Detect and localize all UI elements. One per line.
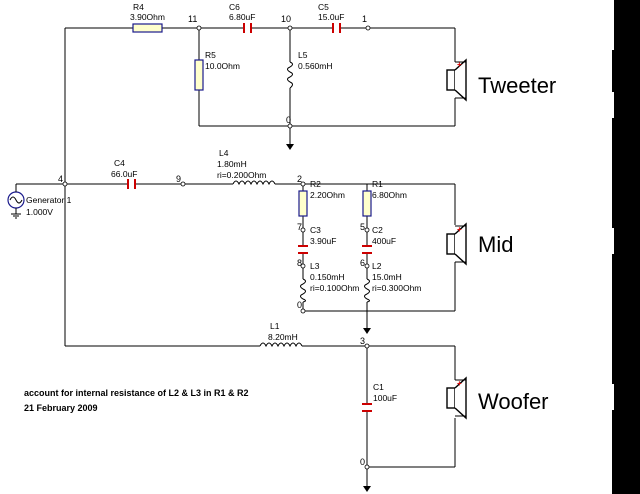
l2-ri: ri=0.300Ohm [372, 283, 421, 293]
ground-tweeter [286, 144, 294, 150]
l2-name: L2 [372, 261, 382, 271]
r5-name: R5 [205, 50, 216, 60]
node-1: 1 [362, 14, 367, 24]
c4-name: C4 [114, 158, 125, 168]
c2-capacitor [362, 245, 372, 254]
c6-name: C6 [229, 2, 240, 12]
r2-name: R2 [310, 179, 321, 189]
l3-name: L3 [310, 261, 320, 271]
c6-value: 6.80uF [229, 12, 255, 22]
r5-value: 10.0Ohm [205, 61, 240, 71]
node-0-woofer: 0 [360, 457, 365, 467]
c3-name: C3 [310, 225, 321, 235]
r4-resistor [132, 23, 163, 33]
node-5: 5 [360, 222, 365, 232]
mid-speaker-icon: + [446, 222, 467, 266]
mid-label: Mid [478, 232, 513, 257]
l1-inductor [259, 342, 303, 348]
tweeter-plus: + [457, 60, 462, 69]
node-3: 3 [360, 336, 365, 346]
l4-value: 1.80mH [217, 159, 247, 169]
c4-value: 66.0uF [111, 169, 137, 179]
l2-inductor [364, 278, 370, 303]
node-4: 4 [58, 174, 63, 184]
l3-inductor [300, 278, 306, 303]
node-0-tweeter: 0 [286, 115, 291, 125]
note-line-2: 21 February 2009 [24, 403, 98, 413]
tweeter-speaker-icon: + [446, 58, 467, 102]
r1-name: R1 [372, 179, 383, 189]
c6-capacitor [243, 23, 252, 33]
woofer-label: Woofer [478, 389, 549, 414]
l5-name: L5 [298, 50, 308, 60]
mid-wires [65, 183, 456, 328]
woofer-plus: + [457, 379, 462, 388]
generator-name: Generator 1 [26, 195, 72, 205]
c3-capacitor [298, 245, 308, 254]
r5-resistor [194, 59, 204, 91]
ground-mid [363, 328, 371, 334]
note-line-1: account for internal resistance of L2 & … [24, 388, 249, 398]
node-8: 8 [297, 258, 302, 268]
c1-name: C1 [373, 382, 384, 392]
c1-capacitor [362, 403, 372, 412]
tweeter-wires [64, 27, 456, 346]
tweeter-label: Tweeter [478, 73, 556, 98]
c2-name: C2 [372, 225, 383, 235]
woofer-speaker-icon: + [446, 376, 467, 420]
c5-capacitor [332, 23, 341, 33]
r2-value: 2.20Ohm [310, 190, 345, 200]
c5-name: C5 [318, 2, 329, 12]
l5-value: 0.560mH [298, 61, 333, 71]
c2-value: 400uF [372, 236, 396, 246]
l3-value: 0.150mH [310, 272, 345, 282]
right-border [604, 0, 640, 494]
c4-capacitor [127, 179, 136, 189]
r2-resistor [298, 190, 308, 217]
node-11: 11 [188, 14, 197, 24]
l4-name: L4 [219, 148, 229, 158]
ground-woofer [363, 486, 371, 492]
l4-inductor [232, 180, 276, 186]
c3-value: 3.90uF [310, 236, 336, 246]
node-6: 6 [360, 258, 365, 268]
generator-1 [7, 183, 65, 219]
l1-name: L1 [270, 321, 280, 331]
r1-resistor [362, 190, 372, 217]
c5-value: 15.0uF [318, 12, 344, 22]
r1-value: 6.80Ohm [372, 190, 407, 200]
mid-plus: + [457, 225, 462, 234]
node-dots [62, 25, 371, 470]
node-10: 10 [281, 14, 291, 24]
l3-ri: ri=0.100Ohm [310, 283, 359, 293]
l5-inductor [287, 61, 293, 89]
node-7: 7 [297, 222, 302, 232]
l4-ri: ri=0.200Ohm [217, 170, 266, 180]
l1-value: 8.20mH [268, 332, 298, 342]
c1-value: 100uF [373, 393, 397, 403]
l2-value: 15.0mH [372, 272, 402, 282]
node-2: 2 [297, 174, 302, 184]
woofer-wires [65, 345, 456, 486]
generator-value: 1.000V [26, 207, 53, 217]
r4-name: R4 [133, 2, 144, 12]
node-9: 9 [176, 174, 181, 184]
r4-value: 3.90Ohm [130, 12, 165, 22]
node-0-mid: 0 [297, 300, 302, 310]
